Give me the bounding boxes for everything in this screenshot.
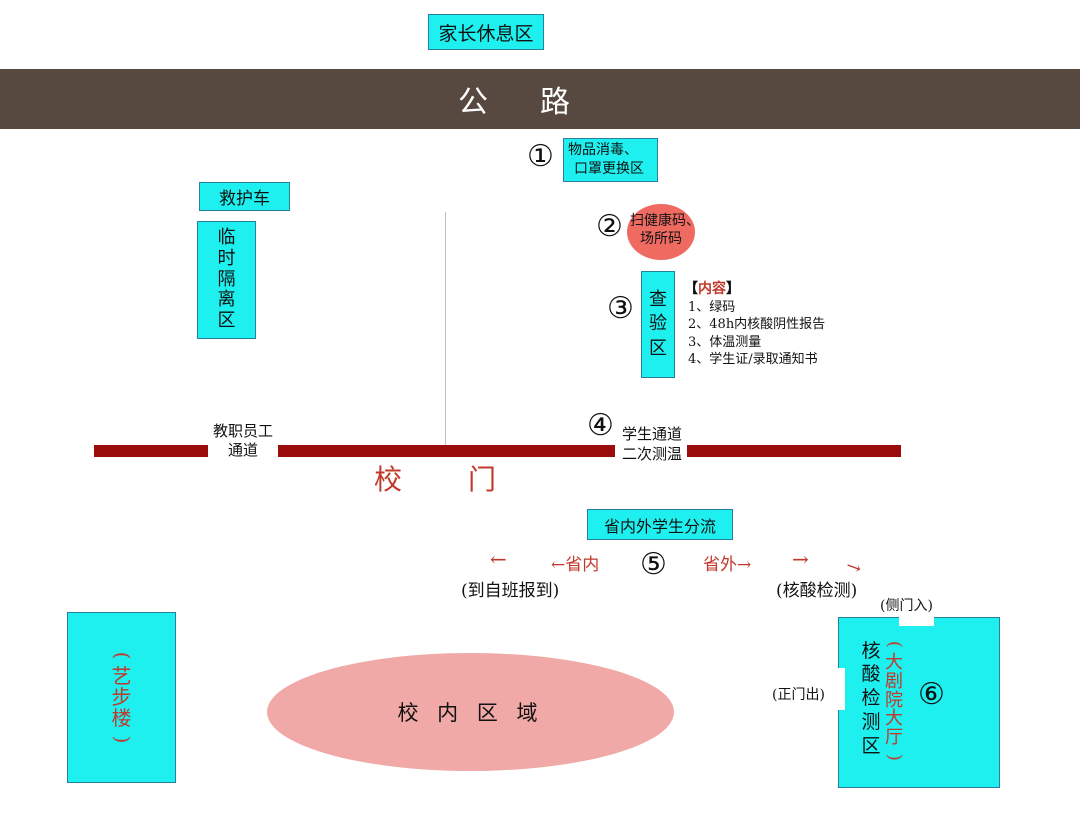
- isolation-char: 离: [217, 289, 236, 311]
- isolation-char: 区: [217, 310, 236, 332]
- left-arrow-icon: ←: [490, 547, 507, 571]
- art-building-char: 步: [111, 685, 132, 709]
- theatre-hall-name: ( 大 剧 院 大 厅 ): [881, 632, 907, 770]
- isolation-char: 时: [217, 247, 236, 269]
- content-title: 【内容】: [684, 281, 740, 297]
- nucleic-char: 区: [861, 734, 881, 757]
- student-channel-label: 学生通道 二次测温: [621, 425, 682, 463]
- station-1-number: ①: [527, 139, 554, 174]
- in-province-label: ←省内: [551, 555, 600, 575]
- theatre-char: ): [884, 754, 906, 762]
- out-province-destination: (核酸检测): [776, 581, 858, 601]
- theatre-char: 厅: [885, 727, 903, 749]
- gate-bar-left: [94, 445, 208, 457]
- campus-label: 校 内 区 域: [397, 701, 544, 725]
- theatre-char: 院: [885, 689, 903, 711]
- school-gate-char: 门: [468, 463, 497, 496]
- inspection-content: 【内容】 1、绿码 2、48h内核酸阴性报告 3、体温测量 4、学生证/录取通知…: [684, 281, 825, 369]
- ambulance-box: 救护车: [199, 182, 290, 211]
- isolation-char: 临: [217, 227, 236, 249]
- side-door-gap: [899, 612, 934, 626]
- main-exit-label: (正门出): [772, 687, 825, 703]
- art-building-char: 艺: [111, 664, 132, 688]
- station-2-line2: 场所码: [640, 231, 682, 247]
- nucleic-char: 核: [861, 639, 881, 662]
- road: 公路: [0, 69, 1080, 129]
- diversion-label: 省内外学生分流: [603, 516, 716, 536]
- gate-bar-right: [687, 445, 901, 457]
- isolation-area: 临 时 隔 离 区: [197, 221, 256, 339]
- ambulance-label: 救护车: [219, 189, 270, 209]
- station-3-number: ③: [607, 291, 634, 326]
- content-item: 3、体温测量: [688, 334, 762, 350]
- nucleic-char: 测: [861, 710, 881, 733]
- station-6-number: ⑥: [918, 677, 945, 712]
- content-item: 1、绿码: [688, 299, 736, 315]
- content-item: 4、学生证/录取通知书: [688, 352, 818, 367]
- health-code-circle: [627, 204, 695, 260]
- channel-divider: [445, 212, 446, 446]
- main-door-gap: [833, 668, 845, 710]
- campus-area: 校 内 区 域: [267, 653, 674, 771]
- inspection-char: 区: [649, 337, 667, 359]
- art-building-char: (: [110, 651, 134, 660]
- station-2-line1: 扫健康码、: [630, 213, 700, 229]
- gate-bar-middle: [278, 445, 615, 457]
- school-gate-char: 校: [374, 463, 403, 496]
- parent-rest-area: 家长休息区: [428, 14, 544, 50]
- content-item: 2、48h内核酸阴性报告: [688, 317, 826, 332]
- nucleic-char: 酸: [861, 663, 881, 686]
- out-province-label: 省外→: [703, 555, 752, 575]
- parent-rest-label: 家长休息区: [438, 22, 534, 45]
- isolation-char: 隔: [217, 268, 236, 290]
- inspection-area: 查 验 区: [641, 271, 675, 378]
- right-arrow-icon: →: [792, 547, 809, 571]
- theatre-char: (: [884, 640, 906, 648]
- station-2-number: ②: [596, 209, 623, 244]
- diversion-box: 省内外学生分流: [587, 509, 733, 540]
- station-5-number: ⑤: [640, 547, 667, 582]
- health-code-text: 扫健康码、 场所码: [630, 212, 700, 248]
- station-1-box: 物品消毒、 口罩更换区: [563, 138, 658, 182]
- art-building-char: 楼: [111, 706, 132, 730]
- theatre-char: 大: [885, 708, 903, 730]
- art-building: ( 艺 步 楼 ): [67, 612, 176, 783]
- inspection-char: 验: [649, 313, 667, 335]
- station-1-line2: 口罩更换区: [574, 161, 644, 177]
- staff-channel-label: 教职员工 通道: [212, 422, 273, 459]
- side-entry-label: (侧门入): [880, 598, 933, 614]
- nucleic-test-area: [838, 617, 1000, 788]
- nucleic-test-name: 核 酸 检 测 区: [856, 637, 886, 761]
- inspection-char: 查: [649, 289, 667, 311]
- station-1-line1: 物品消毒、: [568, 142, 638, 158]
- theatre-char: 剧: [885, 670, 903, 692]
- station-4-number: ④: [587, 408, 614, 443]
- road-label: 公路: [458, 85, 622, 120]
- nucleic-char: 检: [861, 687, 881, 710]
- in-province-destination: (到自班报到): [461, 581, 560, 601]
- art-building-char: ): [110, 735, 134, 744]
- theatre-char: 大: [885, 651, 903, 673]
